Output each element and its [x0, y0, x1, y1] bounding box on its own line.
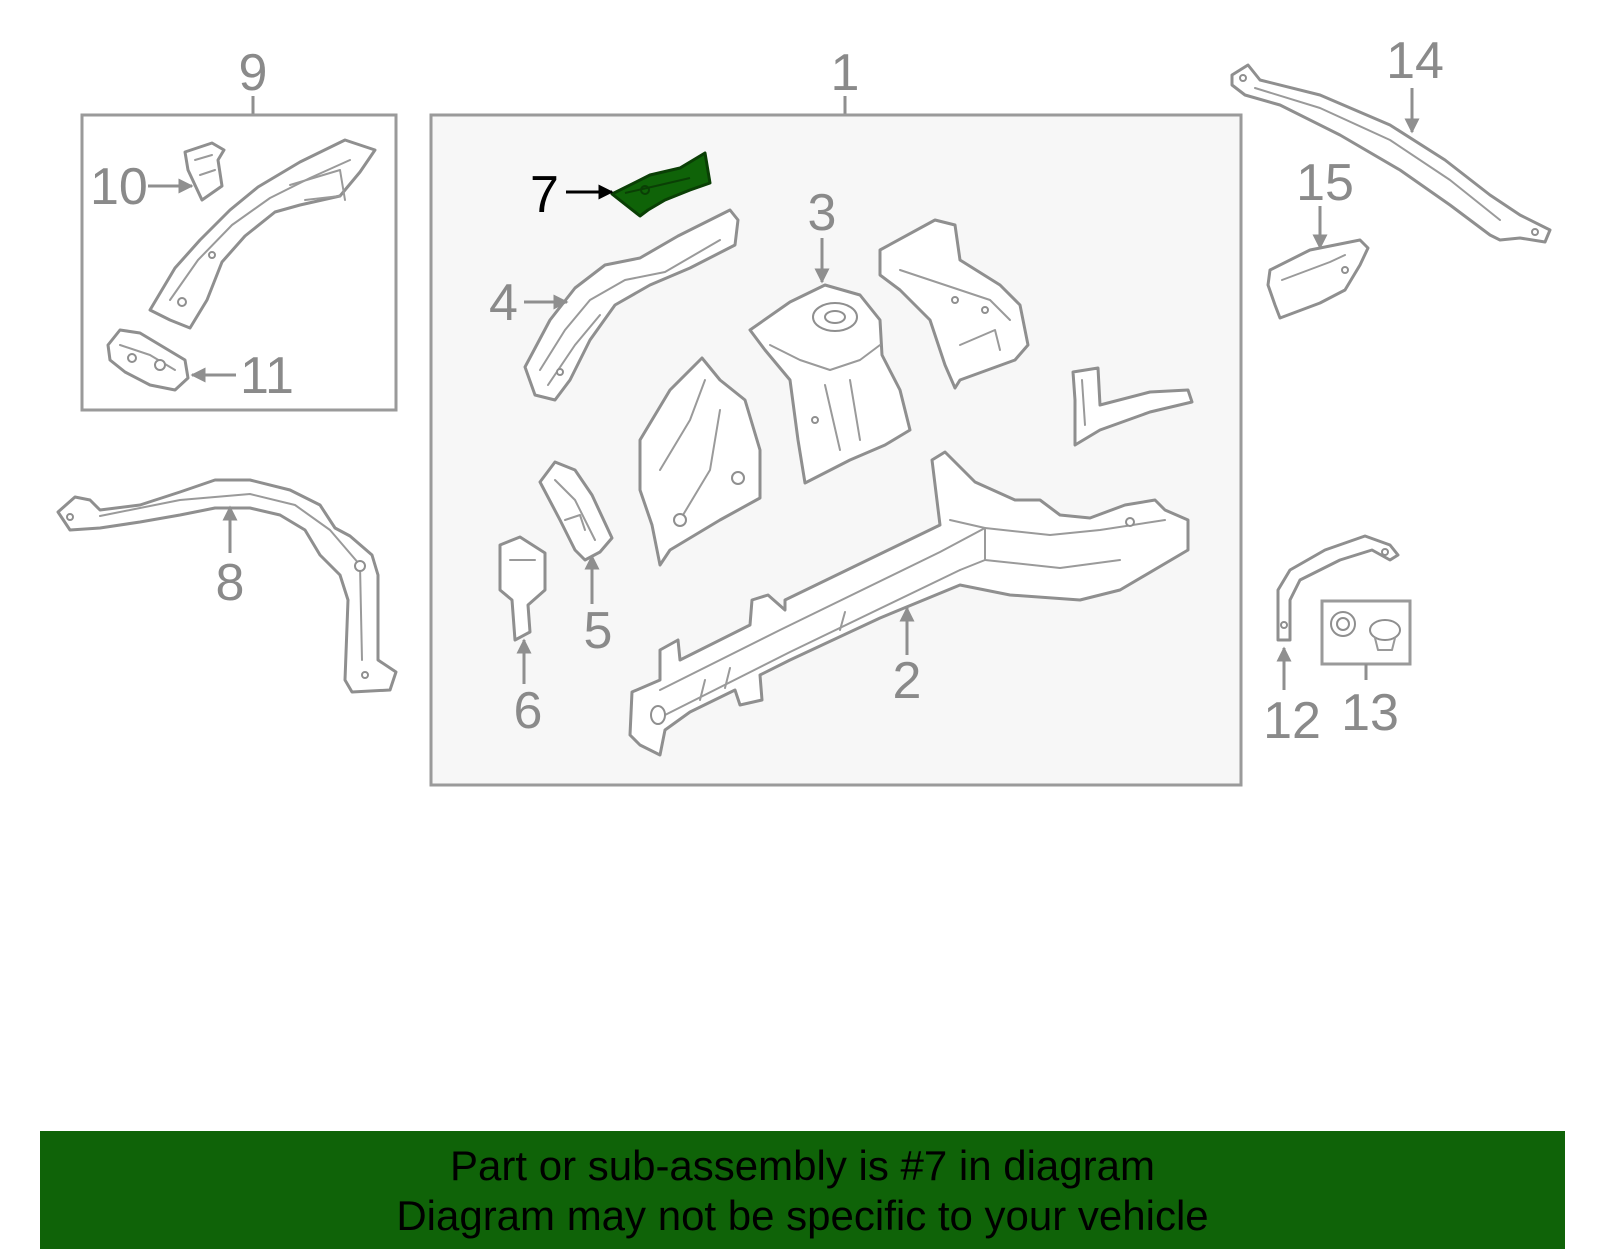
part-10-bracket[interactable] — [183, 141, 226, 202]
part-5-bracket[interactable] — [538, 460, 614, 562]
part-side-bracket[interactable] — [1071, 366, 1194, 447]
callout-12: 12 — [1263, 692, 1321, 750]
banner-line-1: Part or sub-assembly is #7 in diagram — [450, 1142, 1155, 1189]
part-wheelhouse-panel[interactable] — [878, 218, 1030, 390]
part-7-highlighted[interactable] — [610, 151, 712, 218]
part-2-frame-rail[interactable] — [628, 450, 1190, 757]
part-3-strut-tower[interactable] — [748, 283, 912, 485]
callout-11: 11 — [240, 347, 294, 405]
callout-1: 1 — [831, 44, 860, 102]
part-14-crossmember[interactable] — [1230, 63, 1552, 244]
callout-14: 14 — [1386, 32, 1444, 90]
callout-5: 5 — [584, 602, 613, 660]
callout-15: 15 — [1296, 154, 1354, 212]
part-inner-panel[interactable] — [638, 356, 762, 567]
callout-6: 6 — [514, 682, 543, 740]
info-banner: Part or sub-assembly is #7 in diagram Di… — [40, 1131, 1565, 1249]
part-12-strap[interactable] — [1276, 534, 1400, 642]
callout-8: 8 — [216, 554, 245, 612]
part-11-bracket[interactable] — [106, 328, 190, 392]
callout-13: 13 — [1341, 684, 1399, 742]
callout-3: 3 — [808, 184, 837, 242]
part-13-grommet-box[interactable] — [1320, 599, 1412, 666]
callout-2: 2 — [893, 652, 922, 710]
callout-7: 7 — [530, 166, 559, 224]
callout-10: 10 — [90, 158, 148, 216]
part-8-rail[interactable] — [56, 478, 398, 694]
part-9-rail[interactable] — [148, 138, 377, 330]
callout-9: 9 — [239, 44, 268, 102]
group-9-frame — [80, 96, 398, 412]
part-6-plate[interactable] — [498, 535, 547, 642]
banner-line-2: Diagram may not be specific to your vehi… — [396, 1192, 1209, 1239]
part-4-apron-rail[interactable] — [523, 208, 740, 402]
part-15-bracket[interactable] — [1266, 238, 1370, 320]
callout-4: 4 — [489, 274, 518, 332]
